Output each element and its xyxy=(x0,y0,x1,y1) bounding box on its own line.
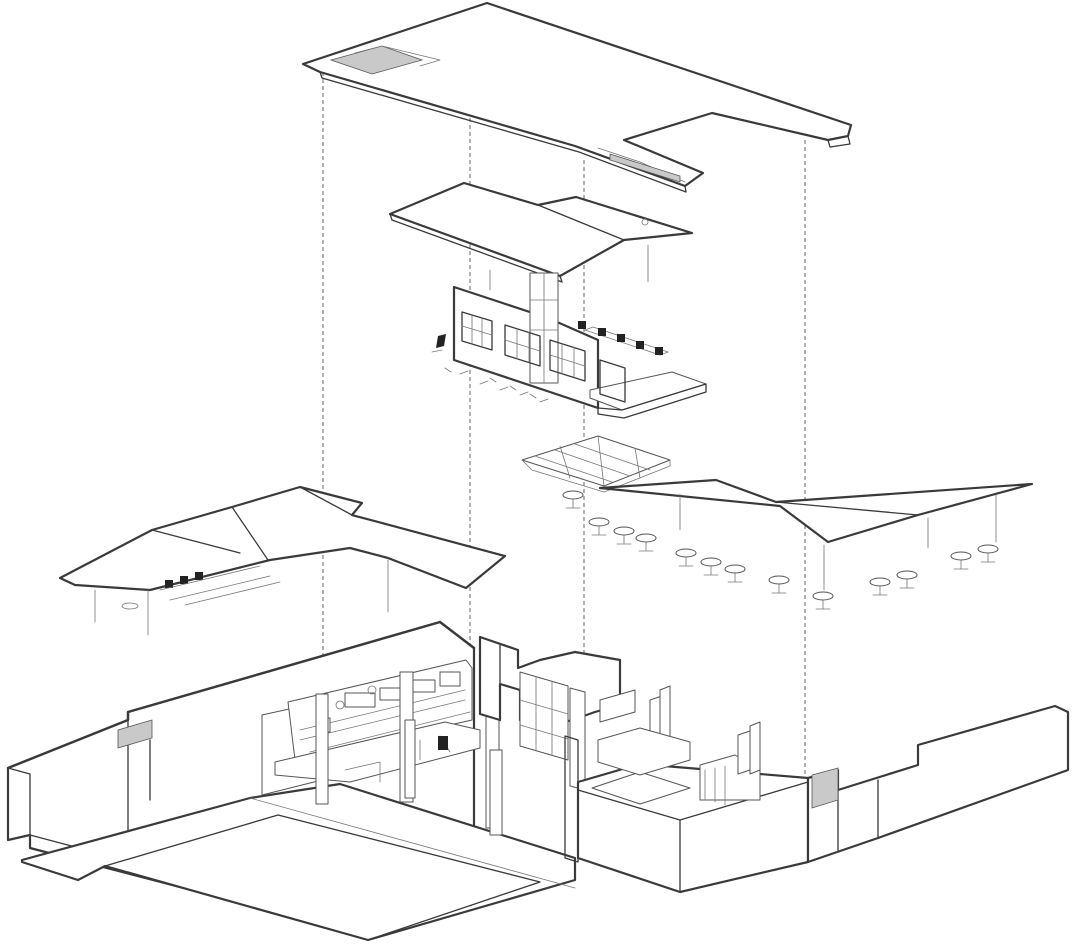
roof-slab xyxy=(301,1,853,193)
office-ceiling xyxy=(58,485,507,636)
truss-canopy xyxy=(521,435,671,493)
cafe-table xyxy=(812,591,834,610)
cafe-tables xyxy=(562,490,999,610)
cafe-table xyxy=(635,533,657,552)
cafe-table xyxy=(896,570,918,589)
office-desks xyxy=(121,565,281,610)
mezzanine-windows xyxy=(461,311,626,403)
cafe-table xyxy=(977,544,999,563)
mezzanine-chairs xyxy=(431,334,549,403)
cafe-table xyxy=(613,526,635,545)
workstations xyxy=(578,321,669,356)
cafe-table xyxy=(950,551,972,570)
cafe-table xyxy=(562,490,584,509)
cafe-table xyxy=(768,575,790,594)
cafe-table xyxy=(724,564,746,583)
cafe-table xyxy=(869,577,891,596)
cafe-table xyxy=(588,517,610,536)
vertical-fins xyxy=(597,685,761,776)
cafe-table xyxy=(675,548,697,567)
ground-floor xyxy=(6,620,1070,942)
mezzanine-ceiling xyxy=(388,181,694,291)
cafe-table xyxy=(700,557,722,576)
mezzanine-room xyxy=(431,272,707,419)
cafe-ceiling xyxy=(598,478,1034,591)
columns xyxy=(315,671,503,836)
